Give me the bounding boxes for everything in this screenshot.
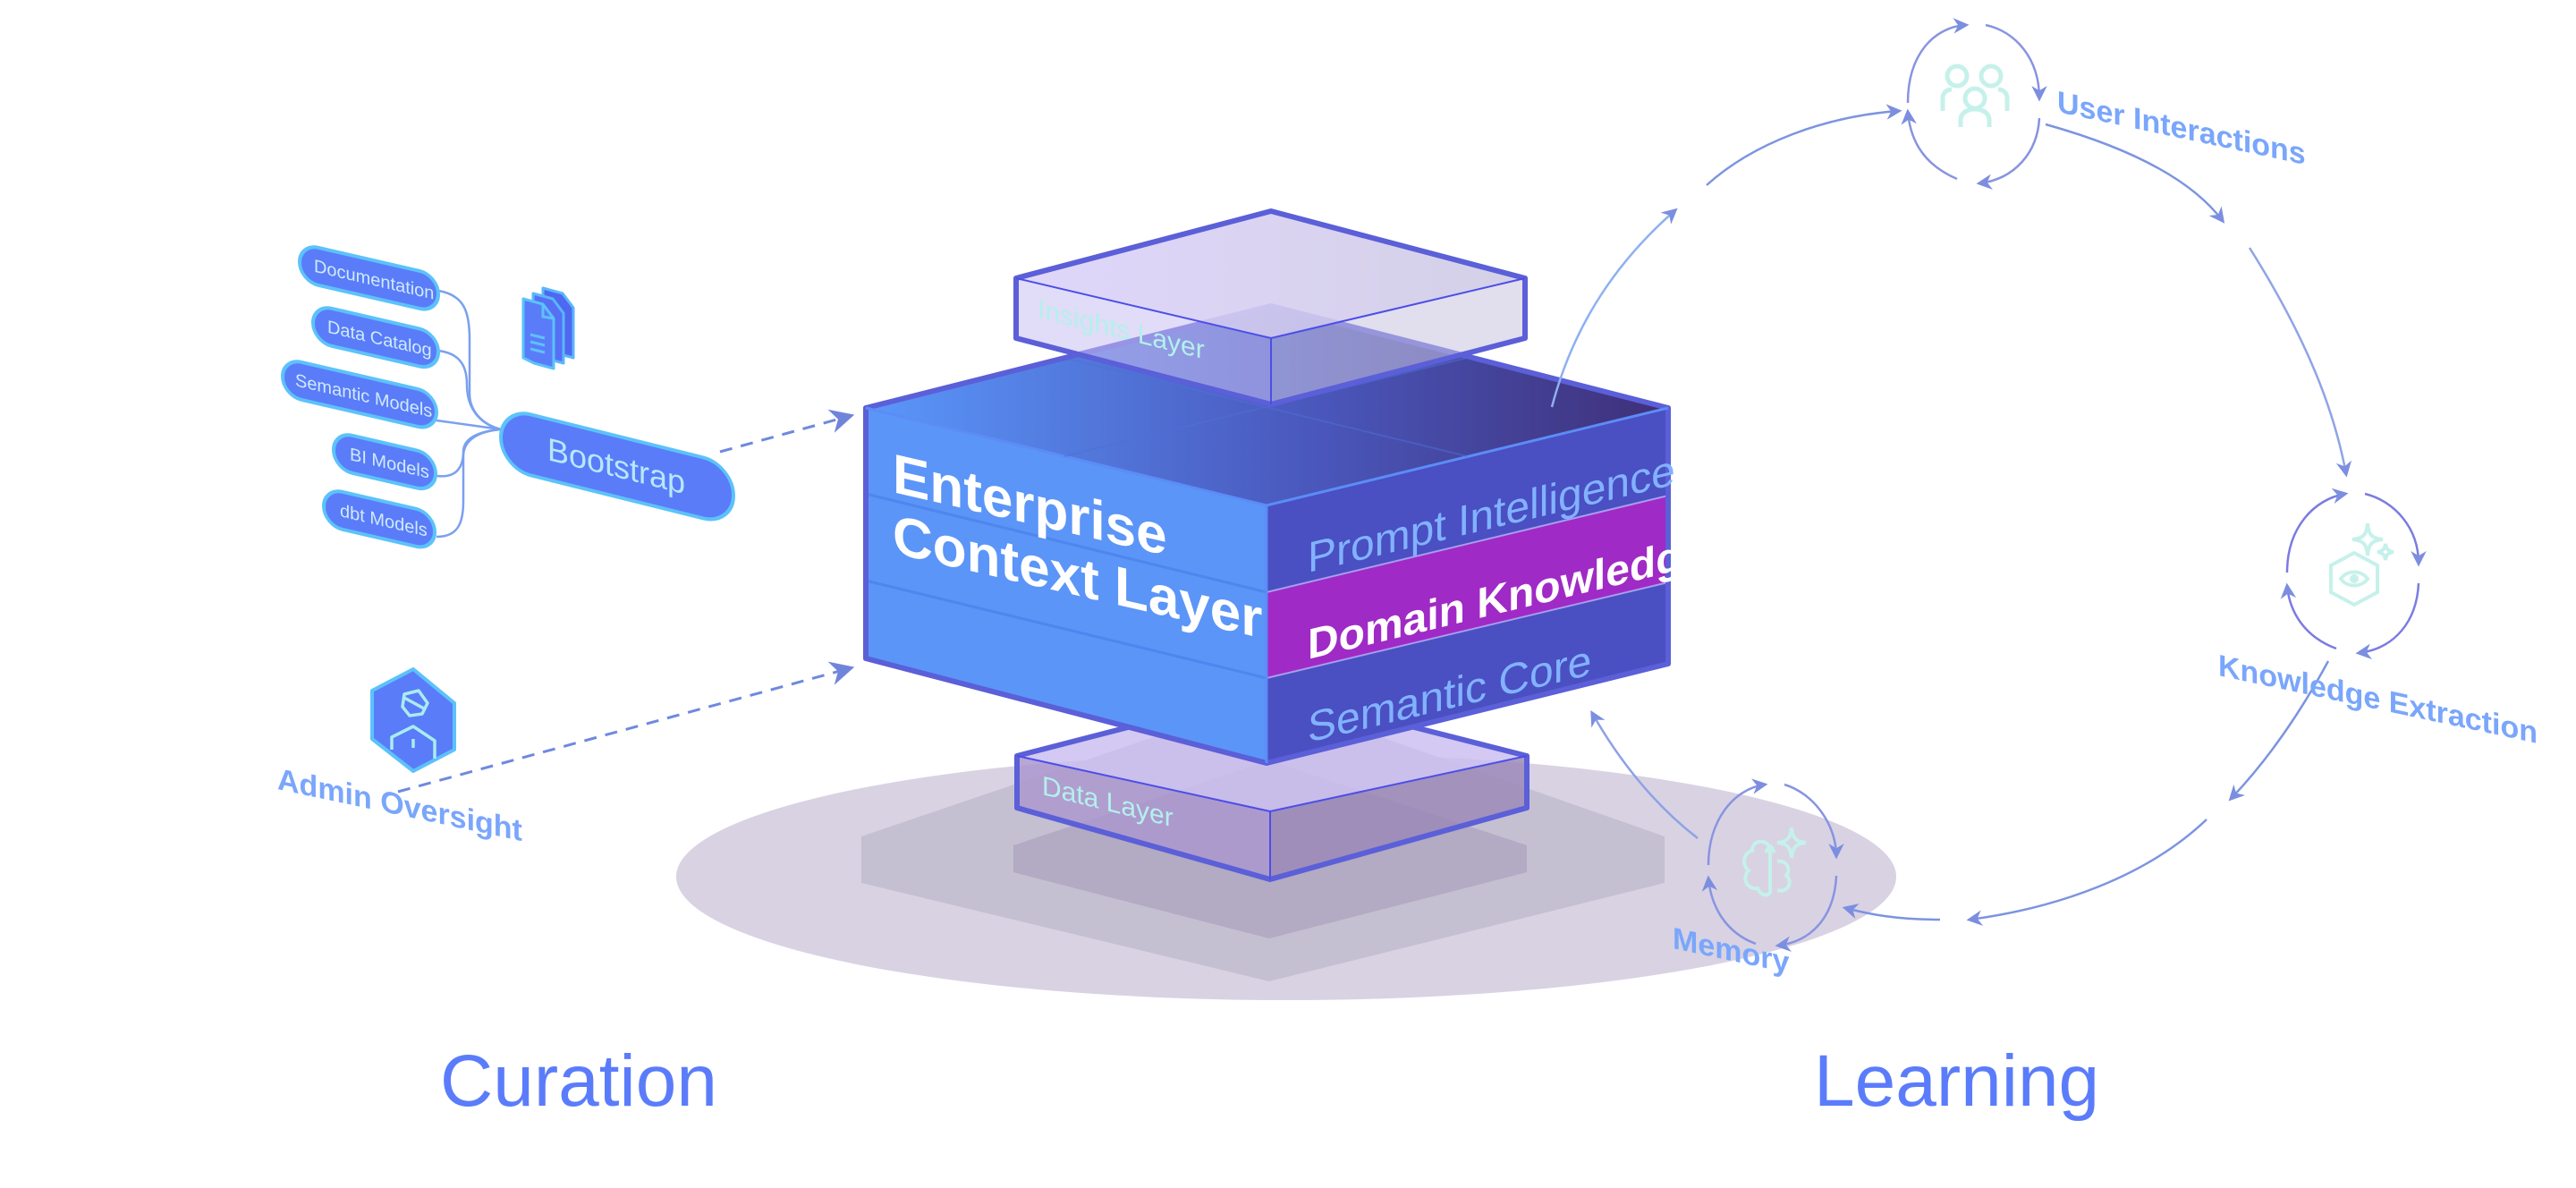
documents-icon bbox=[521, 286, 575, 370]
admin-user-icon bbox=[370, 667, 456, 773]
source-pill-data-catalog[interactable]: Data Catalog bbox=[311, 304, 440, 370]
admin-to-cube-arrow bbox=[397, 661, 855, 793]
band-semantic-face bbox=[1267, 582, 1668, 763]
users-icon bbox=[1940, 64, 2010, 127]
source-connectors bbox=[436, 289, 502, 539]
memory-node[interactable] bbox=[1701, 778, 1844, 952]
band-prompt-face bbox=[1267, 408, 1668, 592]
learning-title: Learning bbox=[1814, 1040, 2099, 1122]
source-pill-semantic-models[interactable]: Semantic Models bbox=[281, 358, 438, 431]
cube-to-users-arrow bbox=[1550, 208, 1678, 408]
admin-oversight-node[interactable] bbox=[370, 667, 456, 773]
extraction-to-memory-arrow bbox=[2228, 660, 2330, 802]
source-pill-documentation[interactable]: Documentation bbox=[298, 243, 440, 313]
insights-layer-box: Insights Layer bbox=[1013, 208, 1528, 407]
curation-group: Documentation Data Catalog Semantic Mode… bbox=[277, 243, 855, 848]
user-interactions-label: User Interactions bbox=[2057, 85, 2306, 172]
admin-oversight-label: Admin Oversight bbox=[277, 762, 522, 848]
arc-to-extraction bbox=[2248, 247, 2352, 478]
enterprise-context-cube: Enterprise Context Layer Prompt Intellig… bbox=[863, 303, 1706, 766]
arc-to-users bbox=[1706, 104, 1902, 186]
cube-left-face bbox=[866, 408, 1267, 763]
band-domain-face bbox=[1267, 496, 1668, 678]
bootstrap-to-cube-arrow bbox=[719, 409, 855, 454]
curation-title: Curation bbox=[440, 1040, 717, 1122]
users-to-extraction-arrow bbox=[2045, 123, 2225, 224]
brain-sparkle-icon bbox=[1742, 827, 1807, 897]
bootstrap-node[interactable]: Bootstrap bbox=[499, 407, 735, 526]
memory-to-cube-arrow bbox=[1590, 709, 1699, 839]
insight-eye-icon bbox=[2329, 522, 2394, 607]
arc-into-memory bbox=[1842, 904, 1941, 921]
knowledge-extraction-node[interactable] bbox=[2280, 488, 2427, 659]
source-pill-bi-models[interactable]: BI Models bbox=[332, 431, 437, 492]
source-pill-dbt-models[interactable]: dbt Models bbox=[322, 488, 436, 551]
user-interactions-node[interactable] bbox=[1901, 18, 2047, 190]
arc-to-memory bbox=[1966, 819, 2207, 926]
knowledge-extraction-label: Knowledge Extraction bbox=[2218, 649, 2538, 750]
